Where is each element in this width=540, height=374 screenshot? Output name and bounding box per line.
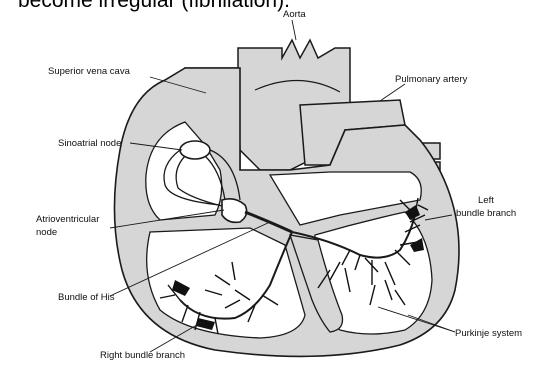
label-pulmonary-artery: Pulmonary artery: [395, 74, 468, 85]
label-purkinje-system: Purkinje system: [455, 328, 522, 339]
label-atrioventricular-line2: node: [36, 227, 57, 238]
label-left-bundle-line2: bundle branch: [456, 208, 516, 219]
label-bundle-of-his: Bundle of His: [58, 292, 115, 303]
label-sinoatrial-node: Sinoatrial node: [58, 138, 121, 149]
label-superior-vena-cava: Superior vena cava: [48, 66, 131, 77]
label-aorta: Aorta: [283, 9, 306, 20]
label-left-bundle-line1: Left: [478, 195, 494, 206]
label-atrioventricular-line1: Atrioventricular: [36, 214, 99, 225]
label-right-bundle-branch: Right bundle branch: [100, 350, 185, 361]
